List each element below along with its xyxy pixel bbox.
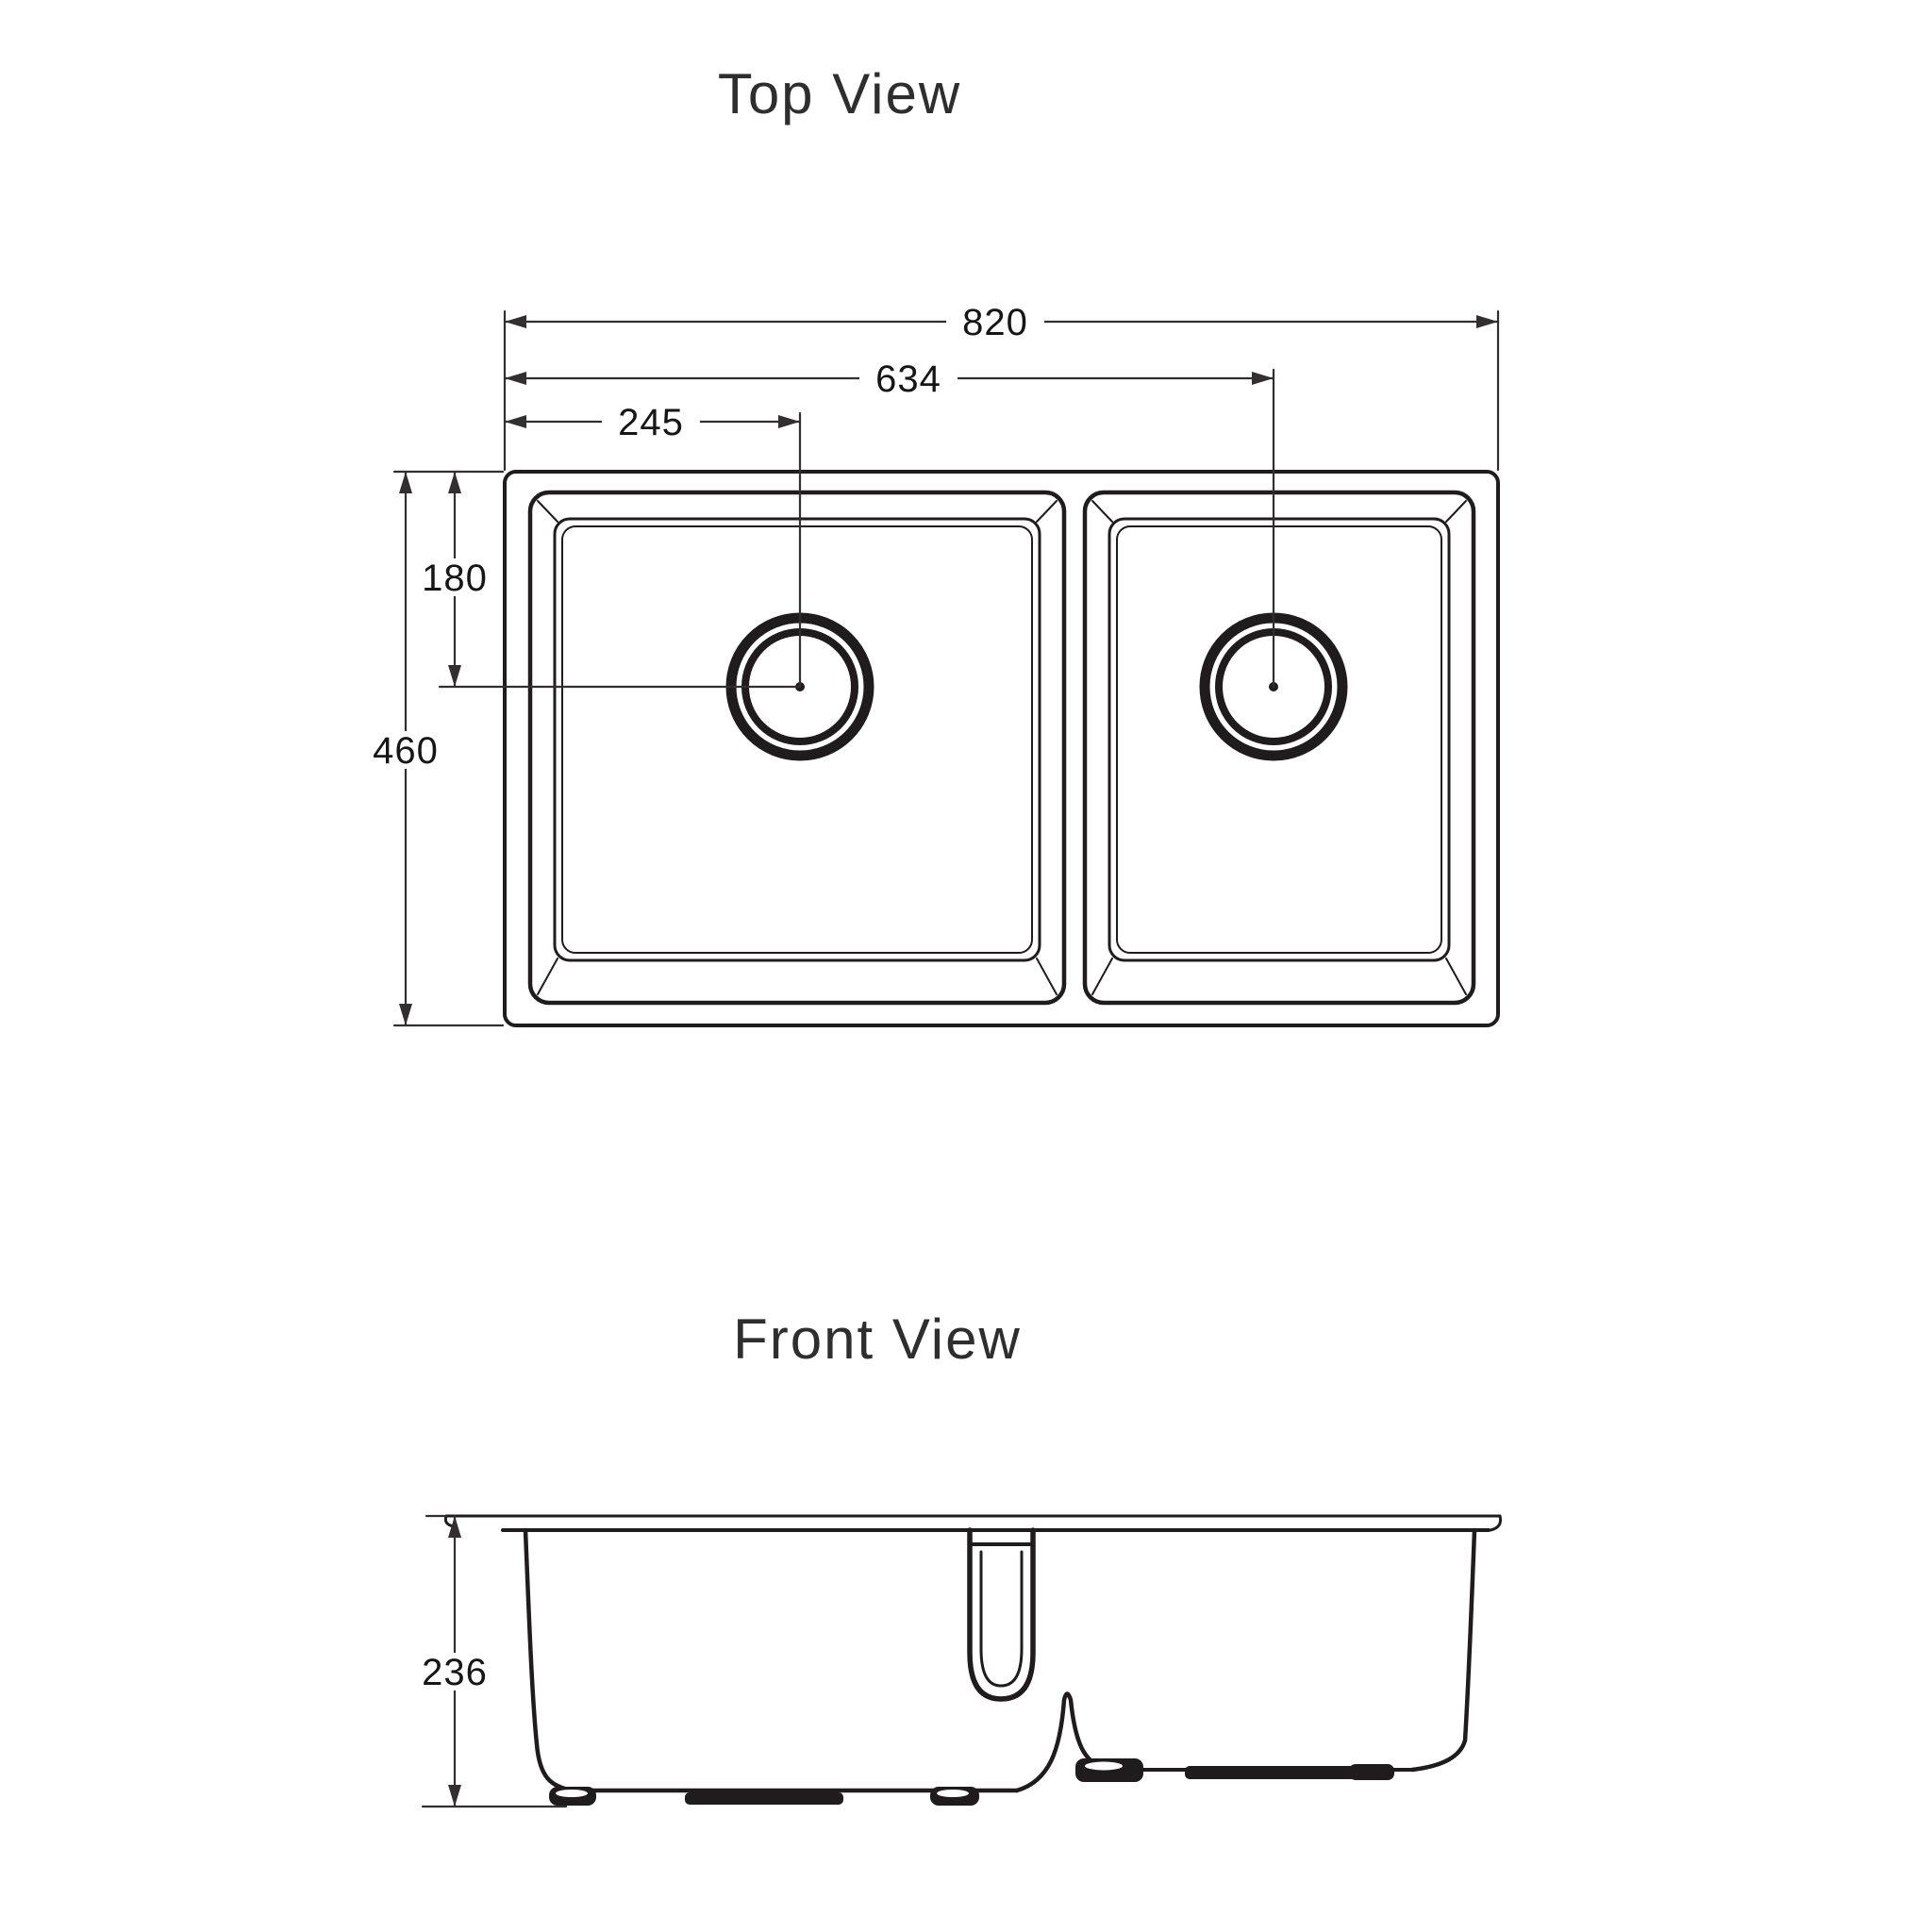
right-bowl-edge (1082, 490, 1476, 1006)
dim-label-634: 634 (875, 358, 941, 400)
front-rim (443, 1514, 1502, 1532)
arrowhead (1252, 372, 1274, 385)
dim-overall-width: 820 (503, 302, 1500, 343)
dim-front-height: 236 (411, 1514, 568, 1808)
right-bowl-chamfer (1108, 517, 1451, 962)
top-view: Top View (362, 62, 1500, 1027)
front-bowl-divider-ridge (1014, 1691, 1105, 1793)
foot-highlight (1085, 1761, 1123, 1771)
label-mask (411, 558, 498, 596)
left-bowl-edge (527, 490, 1067, 1006)
rim-right-cap (1489, 1514, 1502, 1532)
front-center-divider (967, 1527, 1036, 1702)
right-bowl-corner-ticks (1091, 500, 1467, 995)
dim-overall-depth: 460 (362, 470, 449, 1027)
dim-left-drain-offset: 245 (503, 402, 802, 443)
arrowhead (505, 315, 526, 328)
dim-right-drain-offset: 634 (503, 358, 1275, 400)
arrowhead (399, 472, 412, 493)
front-view-title: Front View (733, 1307, 1022, 1371)
label-mask (946, 304, 1044, 340)
label-mask (411, 1653, 498, 1690)
top-view-extension-lines (392, 309, 1500, 1027)
arrowhead (778, 415, 800, 428)
dim-label-820: 820 (962, 302, 1028, 343)
right-bowl-chamfer-inner (1116, 525, 1442, 954)
right-bowl-foot (1349, 1764, 1394, 1780)
arrowhead (448, 472, 461, 493)
label-mask (362, 731, 449, 769)
dim-label-245: 245 (618, 402, 684, 443)
right-bowl-drain-boss (1185, 1766, 1362, 1779)
front-left-wall (523, 1527, 575, 1793)
left-bowl-chamfer-inner (561, 525, 1033, 954)
front-view: Front View (411, 1307, 1502, 1808)
label-mask (602, 404, 700, 440)
label-mask (859, 360, 958, 396)
arrowhead (448, 665, 461, 687)
arrowhead (448, 1516, 461, 1538)
divider-outer-wall (967, 1527, 1036, 1702)
left-bowl-corner-ticks (537, 500, 1058, 995)
dim-label-236: 236 (422, 1652, 488, 1693)
dim-label-460: 460 (373, 730, 439, 772)
arrowhead (399, 1004, 412, 1025)
left-bowl-drain-boss (685, 1792, 843, 1805)
sink-outer-rim (503, 470, 1500, 1027)
foot-highlight (937, 1790, 969, 1797)
arrowhead (505, 415, 526, 428)
front-body-outline (523, 1527, 1477, 1793)
front-right-wall (1409, 1527, 1477, 1773)
arrowhead (448, 1785, 461, 1807)
front-underside-details (549, 1758, 1394, 1806)
arrowhead (505, 372, 526, 385)
left-bowl (527, 490, 1067, 1006)
divider-inner-wall (979, 1550, 1024, 1688)
dim-label-180: 180 (422, 558, 488, 599)
dim-drain-offset-from-top: 180 (411, 470, 498, 689)
right-bowl (1082, 490, 1476, 1006)
left-bowl-chamfer (553, 517, 1041, 962)
foot-highlight (556, 1790, 588, 1797)
arrowhead (1476, 315, 1498, 328)
top-view-title: Top View (718, 62, 961, 125)
